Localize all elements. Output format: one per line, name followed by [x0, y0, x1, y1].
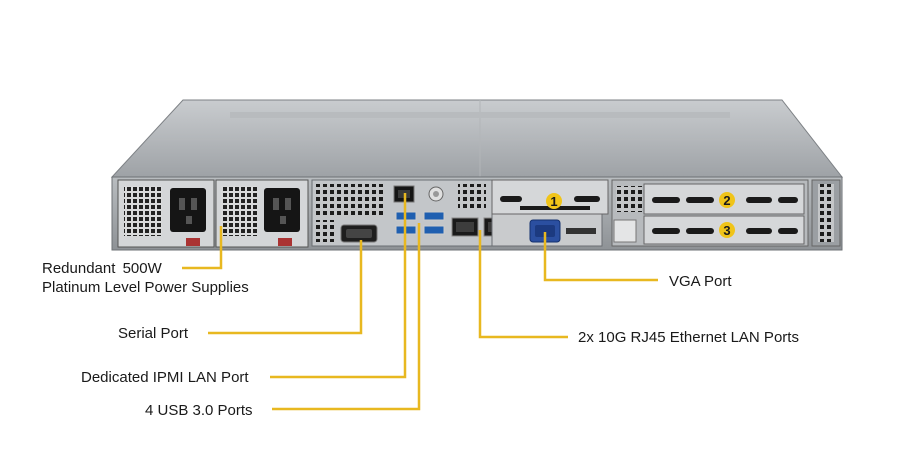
serial-port-label: Serial Port	[118, 325, 189, 342]
callout-psu	[182, 226, 223, 270]
psu-label-line2: Platinum Level Power Supplies	[42, 279, 249, 296]
callout-serial	[208, 240, 363, 335]
slot-3-badge	[719, 222, 735, 238]
slot-1-number: 1	[550, 194, 557, 209]
slot-3-number: 3	[723, 223, 730, 238]
ipmi-port-label: Dedicated IPMI LAN Port	[81, 369, 249, 386]
callout-lines	[182, 193, 658, 411]
vga-port	[529, 219, 561, 243]
vga-port-label: VGA Port	[669, 273, 732, 290]
power-supply-2	[215, 179, 309, 248]
lan-ports-label: 2x 10G RJ45 Ethernet LAN Ports	[578, 329, 799, 346]
slot-1-badge	[546, 193, 562, 209]
power-supply-1	[117, 179, 215, 248]
slot-2-number: 2	[723, 193, 730, 208]
chassis-top	[110, 99, 844, 178]
psu-label-line1: Redundant 500W	[42, 260, 162, 277]
callout-vga	[543, 232, 658, 282]
serial-port	[340, 224, 378, 243]
callout-usb	[272, 223, 421, 411]
callout-ipmi	[270, 193, 407, 379]
usb-ports-label: 4 USB 3.0 Ports	[145, 402, 253, 419]
callout-lan	[478, 230, 568, 339]
slot-2-badge	[719, 192, 735, 208]
